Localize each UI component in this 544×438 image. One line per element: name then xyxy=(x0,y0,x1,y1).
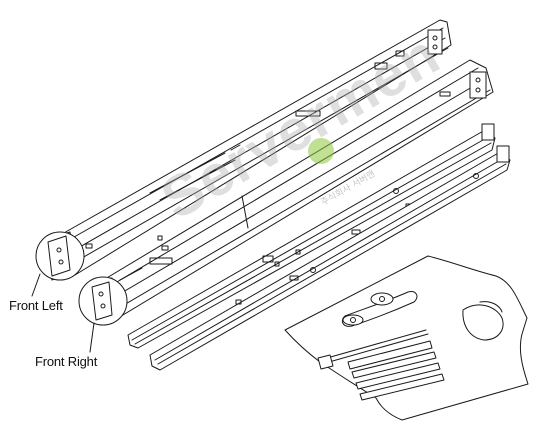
rail-inner-2-icon xyxy=(149,145,511,371)
front-right-label: Front Right xyxy=(35,354,98,369)
front-right-leader xyxy=(89,322,95,353)
rail-inner-1-icon xyxy=(127,123,496,349)
watermark-logo-dot xyxy=(308,138,334,164)
front-left-label: Front Left xyxy=(9,298,63,313)
hardware-kit-bag-icon xyxy=(284,255,529,421)
front-left-leader xyxy=(31,273,41,297)
